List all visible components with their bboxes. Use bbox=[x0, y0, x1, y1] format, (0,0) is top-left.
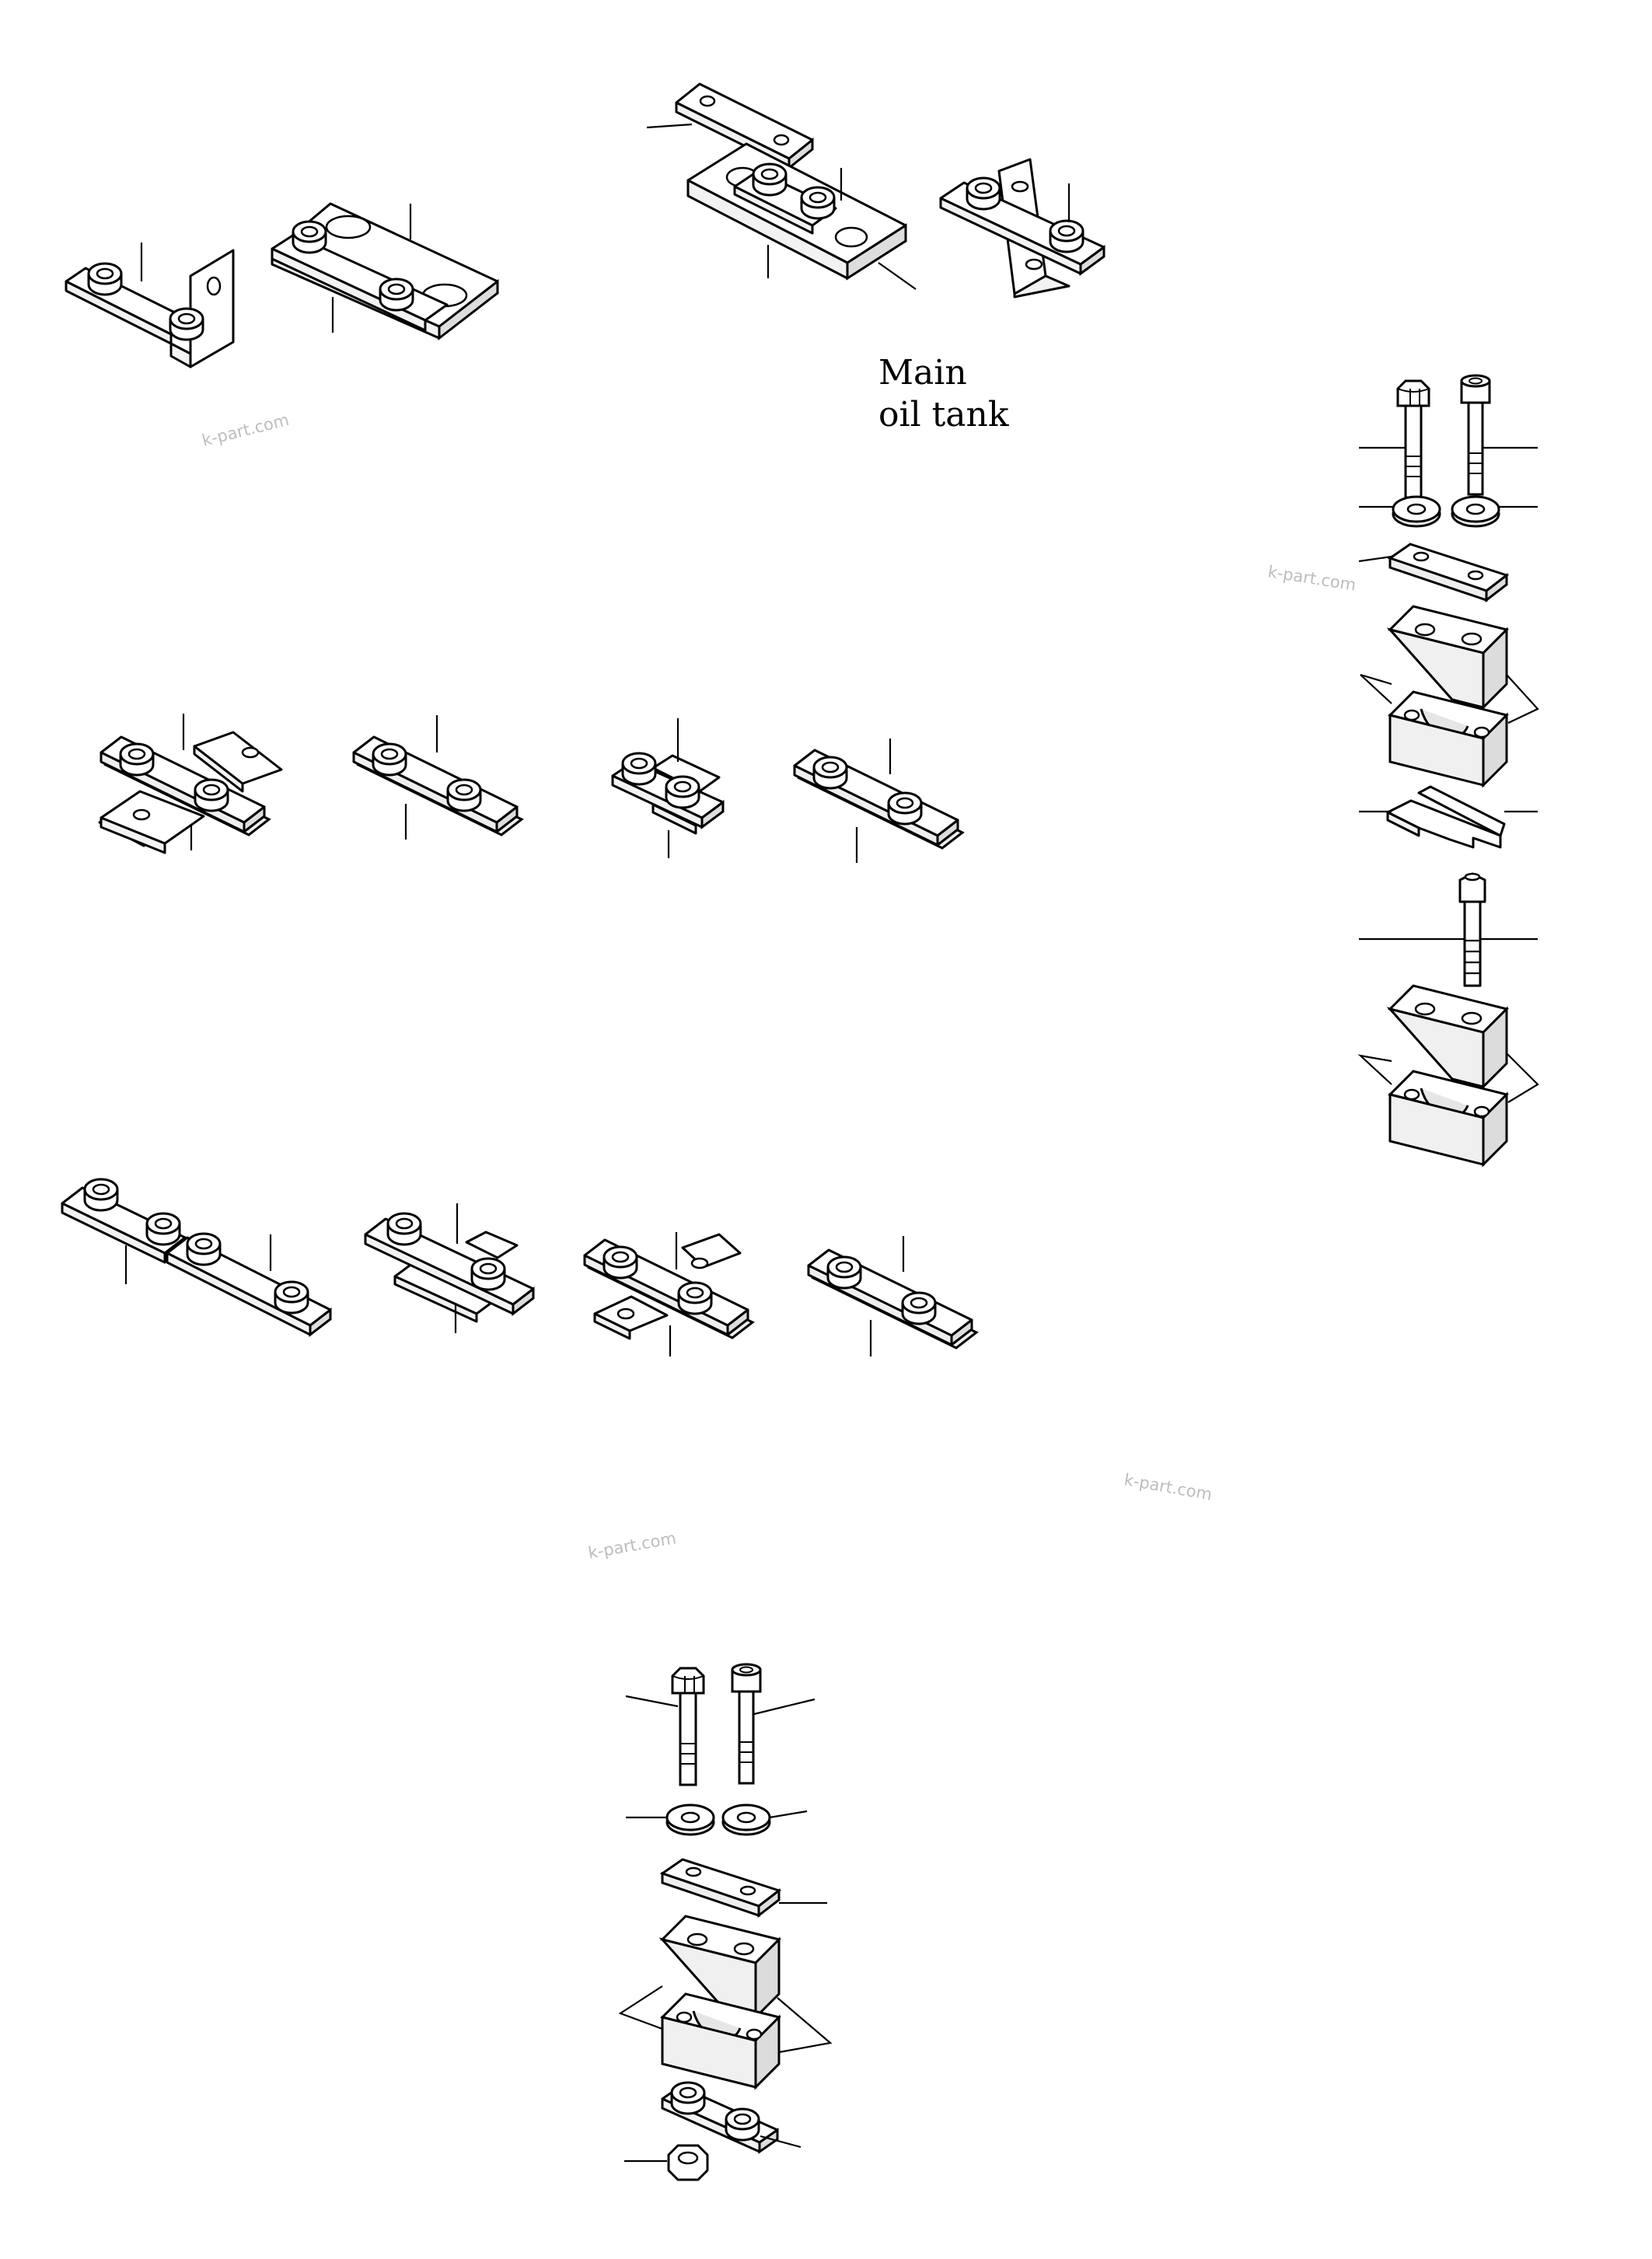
long-joint-plate-assembly bbox=[61, 1178, 332, 1338]
watermark-2: k-part.com bbox=[1266, 562, 1357, 595]
angle-bracket-assembly bbox=[65, 243, 235, 368]
stud-bolt bbox=[1458, 872, 1486, 987]
angled-tank-plate-assembly bbox=[939, 158, 1105, 299]
slotted-plate-assembly bbox=[271, 202, 499, 341]
double-plate-assembly-1 bbox=[354, 715, 522, 840]
watermark-4: k-part.com bbox=[587, 1528, 678, 1562]
watermark-3: k-part.com bbox=[1123, 1470, 1214, 1503]
tank-clamp-assembly bbox=[646, 82, 917, 290]
caption-main: Main bbox=[878, 353, 967, 393]
cross-plate-assembly-2 bbox=[585, 1232, 753, 1356]
bottom-clamp-stack bbox=[618, 1663, 833, 2181]
hex-nut bbox=[667, 2144, 709, 2181]
bottom-nut-plate bbox=[661, 2081, 779, 2154]
cross-plate-assembly-1 bbox=[98, 714, 283, 854]
offset-plate-assembly-2 bbox=[364, 1203, 535, 1333]
spacer-fork bbox=[1386, 785, 1506, 849]
double-plate-assembly-3 bbox=[809, 1236, 976, 1356]
offset-plate-assembly-1 bbox=[611, 718, 725, 858]
caption-oil-tank: oil tank bbox=[878, 395, 1009, 435]
double-plate-assembly-2 bbox=[795, 738, 962, 863]
watermark-1: k-part.com bbox=[200, 410, 291, 450]
right-clamp-stack bbox=[1357, 374, 1539, 1166]
